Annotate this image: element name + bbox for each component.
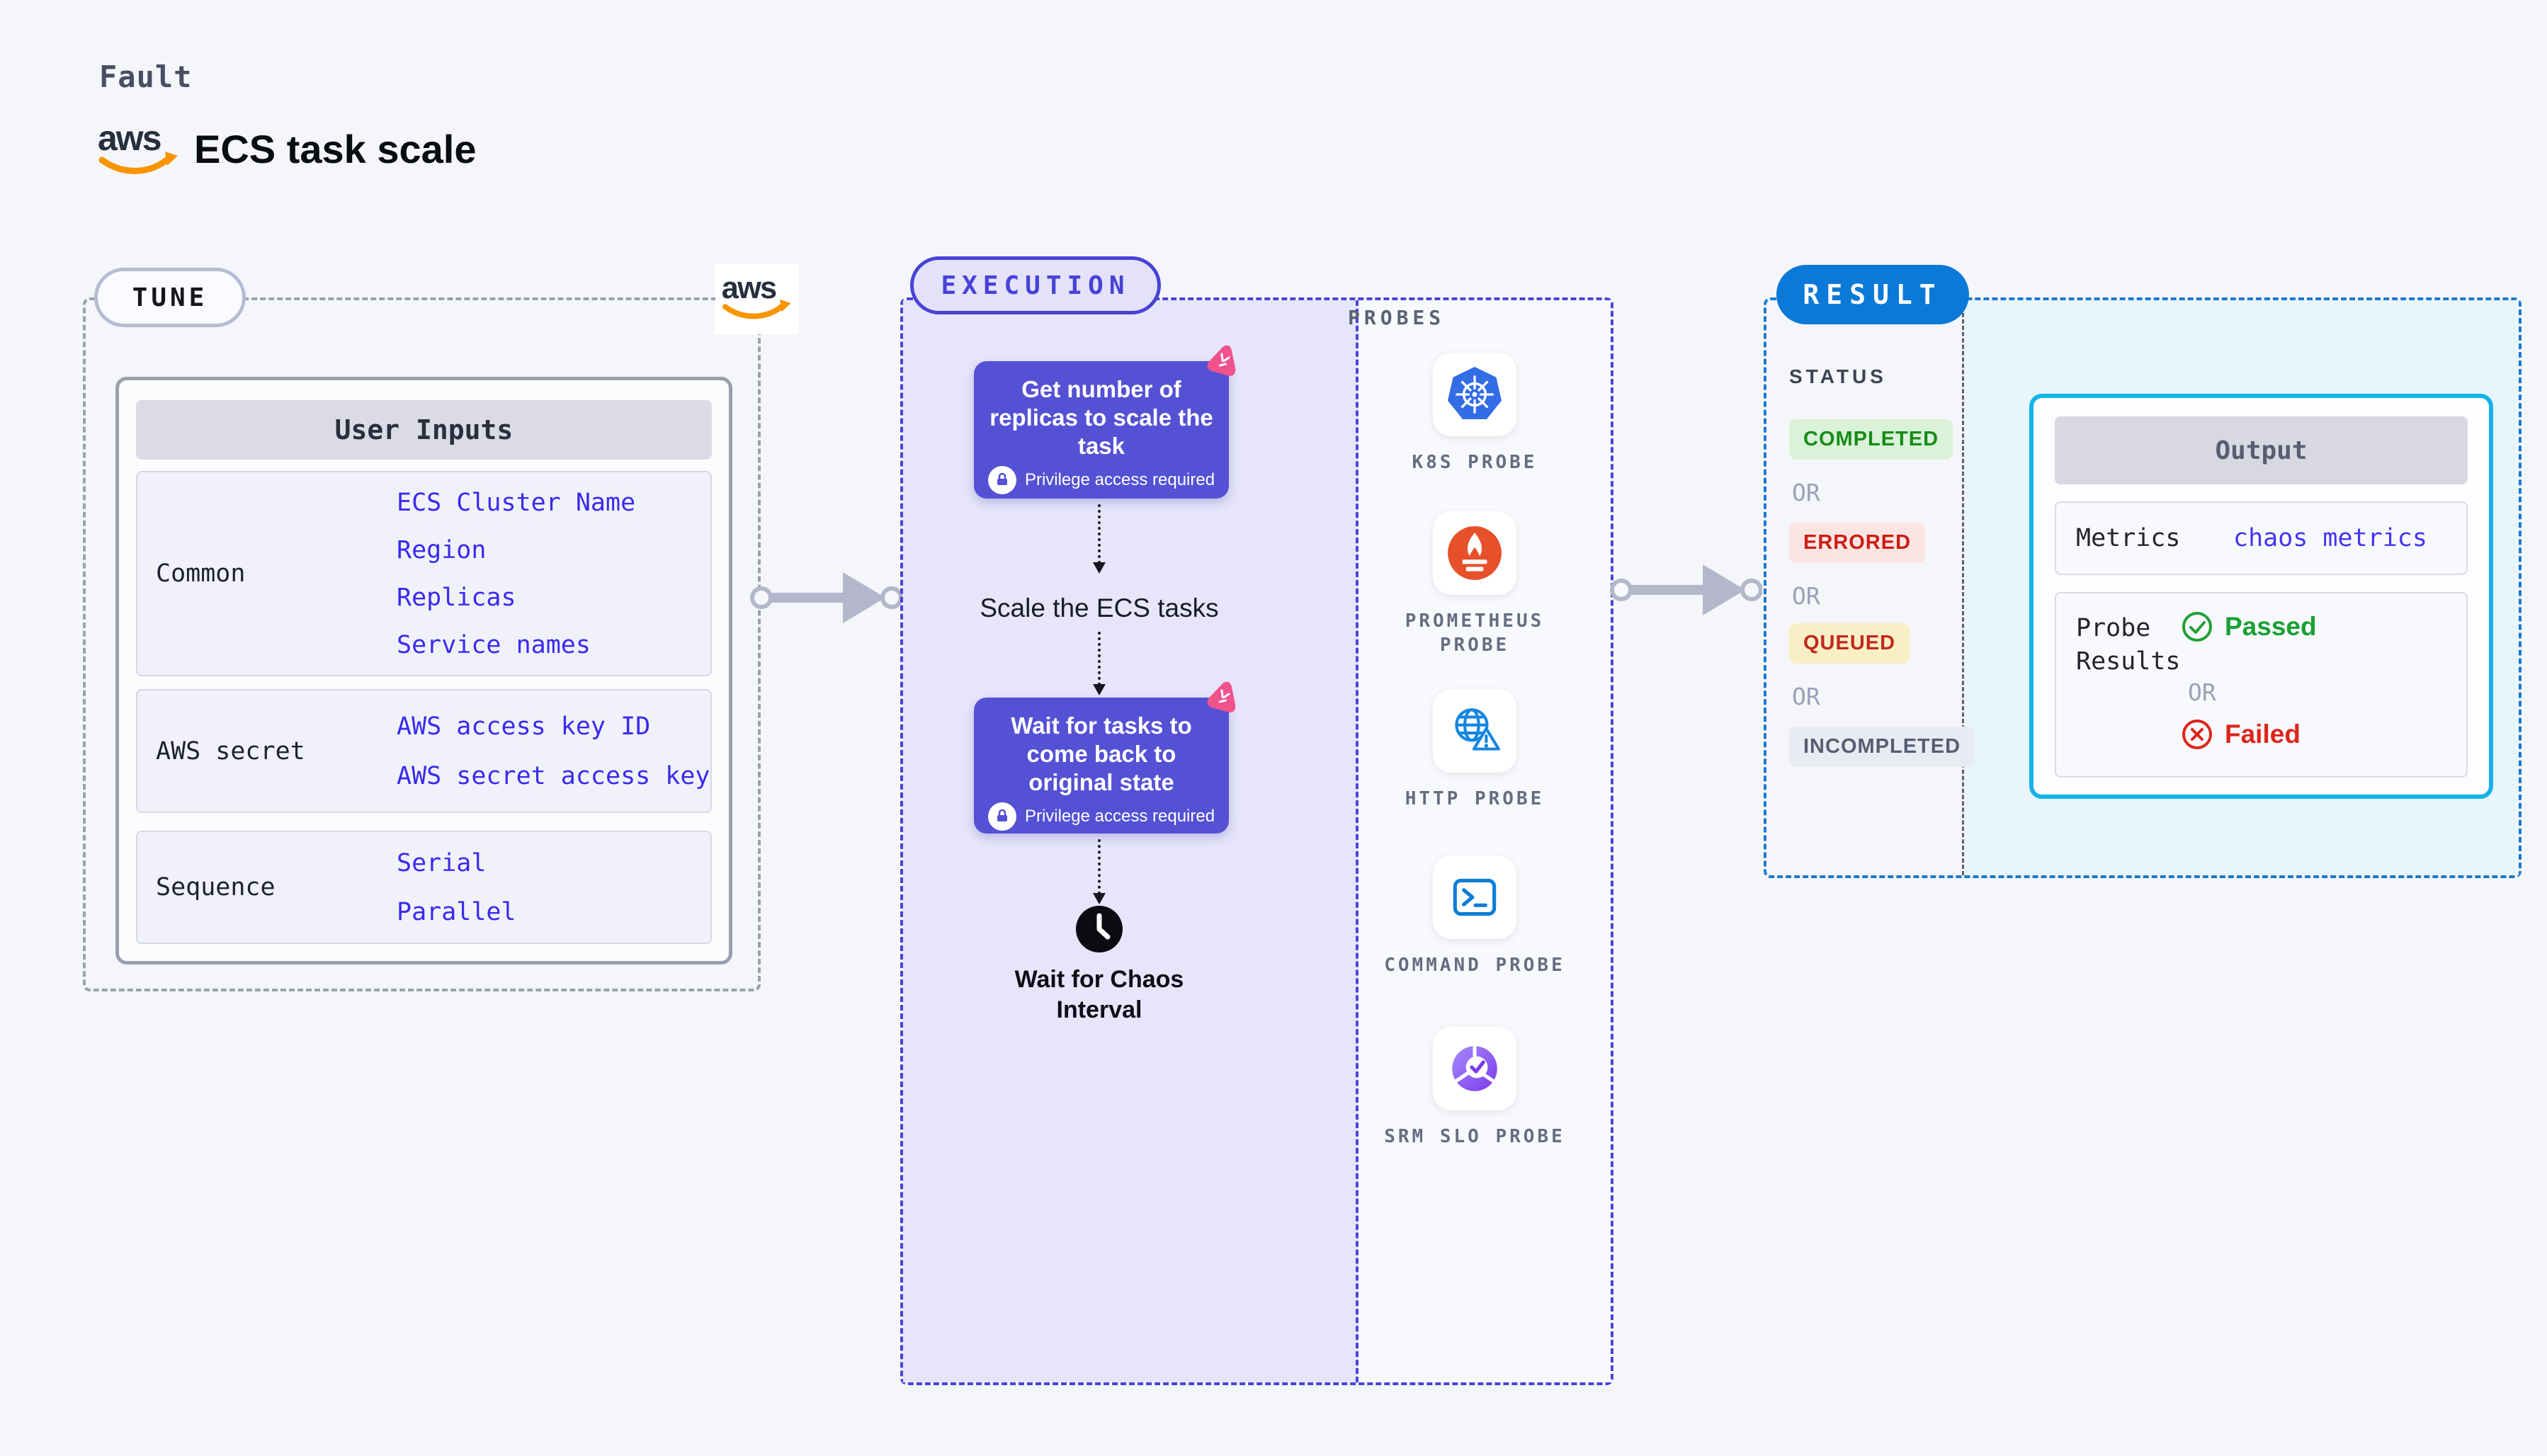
user-inputs-card: User Inputs Common ECS Cluster Name Regi… <box>115 377 732 965</box>
prometheus-icon <box>1448 526 1502 580</box>
input-value: Serial <box>397 848 487 877</box>
or-label: OR <box>1792 582 1820 610</box>
execution-pill: EXECUTION <box>910 256 1161 314</box>
tune-pill: TUNE <box>94 268 246 327</box>
row-label: Common <box>156 559 246 588</box>
input-value: Replicas <box>397 583 516 612</box>
input-row-aws-secret: AWS secret AWS access key ID AWS secret … <box>136 689 712 813</box>
step-title: Wait for tasks to come back to original … <box>1011 712 1192 795</box>
dotted-arrow-icon <box>1093 839 1106 904</box>
tune-section <box>83 297 761 991</box>
input-value: Parallel <box>397 897 516 926</box>
flow-arrow-icon <box>749 565 903 633</box>
lock-icon <box>987 466 1016 494</box>
input-value: AWS secret access key <box>397 761 710 790</box>
row-values: Serial Parallel <box>397 832 516 943</box>
metrics-label: Metrics <box>2076 523 2181 552</box>
input-row-common: Common ECS Cluster Name Region Replicas … <box>136 471 712 676</box>
chaos-badge-icon <box>1203 341 1244 385</box>
chaos-badge-icon <box>1203 678 1244 722</box>
probe-item-srm-slo <box>1433 1027 1516 1110</box>
status-badge-incompleted: INCOMPLETED <box>1789 727 1975 767</box>
step-card-get-replicas: Get number of replicas to scale the task… <box>974 361 1229 499</box>
probe-results-label: Probe Results <box>2076 614 2181 676</box>
input-value: Region <box>397 535 487 564</box>
step-label-scale-tasks: Scale the ECS tasks <box>980 593 1219 622</box>
privilege-badge: Privilege access required <box>974 802 1229 831</box>
or-label: OR <box>2188 678 2216 706</box>
input-value: AWS access key ID <box>397 712 651 741</box>
probe-item-http <box>1433 689 1516 773</box>
probe-item-prometheus <box>1433 511 1516 595</box>
or-label: OR <box>1792 479 1820 506</box>
passed-result: Passed <box>2181 610 2317 643</box>
probe-label: COMMAND PROBE <box>1384 955 1565 976</box>
privilege-badge: Privilege access required <box>974 466 1229 494</box>
http-globe-icon <box>1455 708 1500 751</box>
probe-item-command <box>1433 855 1516 939</box>
result-section <box>1764 297 2522 878</box>
wait-interval-label: Wait for Chaos Interval <box>1014 966 1184 1023</box>
row-label: AWS secret <box>156 736 305 766</box>
x-circle-icon <box>2182 720 2212 749</box>
probe-results-row: Probe Results Passed OR Failed <box>2055 592 2468 778</box>
input-row-sequence: Sequence Serial Parallel <box>136 831 712 944</box>
row-label: Sequence <box>156 873 276 902</box>
probes-title: PROBES <box>1348 306 1446 329</box>
terminal-icon <box>1453 878 1497 916</box>
clock-icon <box>1075 905 1123 956</box>
dotted-arrow-icon <box>1093 504 1106 574</box>
lock-icon <box>987 802 1016 831</box>
step-card-wait-original: Wait for tasks to come back to original … <box>974 698 1229 834</box>
fault-kicker: Fault <box>99 59 193 94</box>
dotted-arrow-icon <box>1093 632 1106 695</box>
or-label: OR <box>1792 683 1820 710</box>
aws-logo-icon: aws <box>96 118 181 183</box>
probes-panel <box>1358 300 1611 1382</box>
output-header: Output <box>2055 416 2468 484</box>
check-circle-icon <box>2182 612 2212 642</box>
failed-label: Failed <box>2225 720 2301 749</box>
row-values: ECS Cluster Name Region Replicas Service… <box>397 472 635 675</box>
probe-item-k8s <box>1433 353 1516 436</box>
kubernetes-icon <box>1447 367 1502 420</box>
probe-label: K8S PROBE <box>1412 452 1538 473</box>
svg-text:aws: aws <box>722 271 776 305</box>
svg-text:aws: aws <box>98 119 161 158</box>
probe-label: SRM SLO PROBE <box>1384 1126 1565 1147</box>
result-divider <box>1962 300 1964 875</box>
flow-arrow-icon <box>1609 557 1763 625</box>
metrics-row: Metrics chaos metrics <box>2055 501 2468 575</box>
tune-aws-logo-icon: aws <box>715 263 799 334</box>
passed-label: Passed <box>2225 612 2317 641</box>
input-value: Service names <box>397 630 591 659</box>
user-inputs-header: User Inputs <box>136 400 712 460</box>
slo-pie-icon <box>1452 1045 1497 1091</box>
status-badge-queued: QUEUED <box>1789 623 1910 664</box>
privilege-badge-label: Privilege access required <box>1024 807 1215 826</box>
probe-label: HTTP PROBE <box>1405 788 1545 809</box>
status-badge-errored: ERRORED <box>1789 523 1926 563</box>
result-pill: RESULT <box>1776 265 1969 324</box>
page-title: ECS task scale <box>194 127 477 171</box>
failed-result: Failed <box>2181 718 2301 751</box>
probe-label: PROMETHEUS PROBE <box>1405 610 1545 656</box>
output-card: Output Metrics chaos metrics Probe Resul… <box>2029 394 2493 799</box>
input-value: ECS Cluster Name <box>397 488 636 517</box>
step-title: Get number of replicas to scale the task <box>989 376 1213 459</box>
metrics-value: chaos metrics <box>2233 524 2427 552</box>
row-values: AWS access key ID AWS secret access key <box>397 690 710 812</box>
privilege-badge-label: Privilege access required <box>1024 470 1215 489</box>
status-title: STATUS <box>1789 365 1887 387</box>
status-badge-completed: COMPLETED <box>1789 419 1953 460</box>
